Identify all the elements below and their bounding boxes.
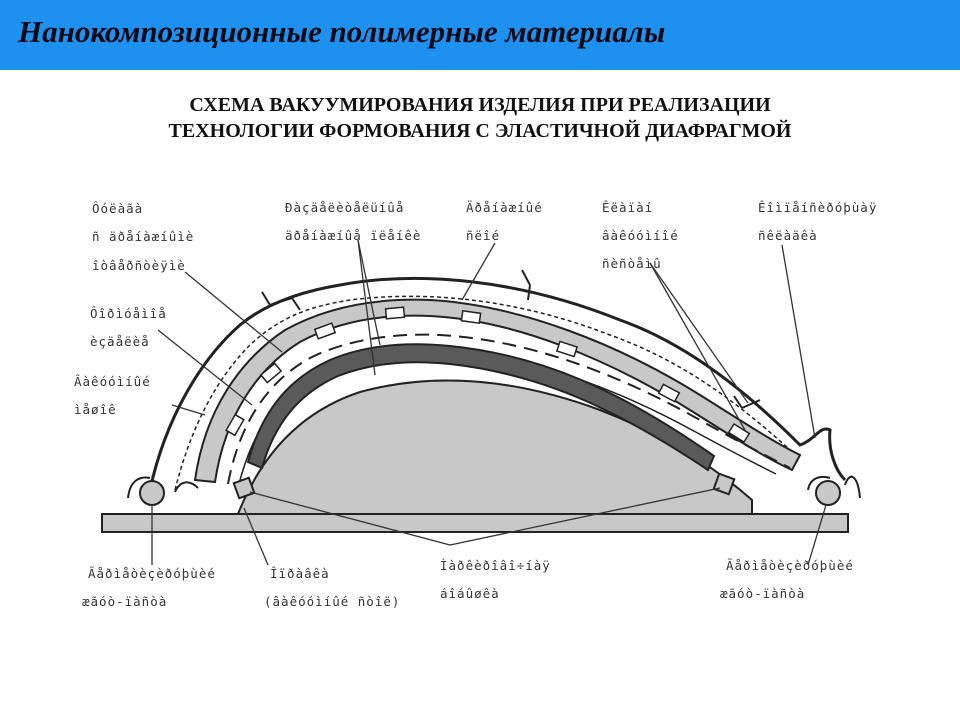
label-valve: Êëàïàí âàêóóìíîé ñèñòåìû [602,200,679,271]
sealing-bead-left [139,480,165,506]
svg-text:Äðåíàæíûé: Äðåíàæíûé [466,200,543,215]
vacuum-valves [261,269,761,409]
svg-text:áîáûøêà: áîáûøêà [440,586,500,601]
svg-text:Ôîðìóåìîå: Ôîðìóåìîå [90,306,167,321]
svg-text:Ôóëàãà: Ôóëàãà [92,201,143,216]
svg-text:Ãåðìåòèçèðóþùèé: Ãåðìåòèçèðóþùèé [88,566,216,581]
label-drain-layer: Äðåíàæíûé ñëîé [466,200,543,243]
molded-product [246,343,716,472]
label-compensating-fold: Êîìïåíñèðóþùàÿ ñêëàäêà [758,200,877,243]
svg-text:îòâåðñòèÿìè: îòâåðñòèÿìè [92,258,186,273]
separator-film-outer [227,333,791,485]
sleeve-perforations [225,306,751,444]
svg-text:Âàêóóìíûé: Âàêóóìíûé [74,374,151,389]
label-separator-films: Ðàçäåëèòåëüíûå äðåíàæíûå ïëåíêè [285,200,421,243]
vacuum-bag-inner-wave [174,295,791,491]
diagram-title-line-1: СХЕМА ВАКУУМИРОВАНИЯ ИЗДЕЛИЯ ПРИ РЕАЛИЗА… [189,94,771,116]
svg-text:Ìàðêèðîâî÷íàÿ: Ìàðêèðîâî÷íàÿ [440,558,551,573]
svg-text:ñèñòåìû: ñèñòåìû [602,256,662,271]
marking-bobbin-left [232,476,256,500]
svg-text:Ãåðìåòèçèðóþùèé: Ãåðìåòèçèðóþùèé [726,558,854,573]
svg-text:Îïðàâêà: Îïðàâêà [270,566,330,581]
svg-text:ñ äðåíàæíûìè: ñ äðåíàæíûìè [92,229,194,244]
page-title: Нанокомпозиционные полимерные материалы [18,14,666,49]
svg-text:Êëàïàí: Êëàïàí [602,200,653,215]
svg-text:ñëîé: ñëîé [466,228,500,243]
diagram-title: СХЕМА ВАКУУМИРОВАНИЯ ИЗДЕЛИЯ ПРИ РЕАЛИЗА… [0,92,960,144]
svg-text:Ðàçäåëèòåëüíûå: Ðàçäåëèòåëüíûå [285,200,404,215]
marking-bobbin-right [712,472,736,496]
label-sleeve: Ôóëàãà ñ äðåíàæíûìè îòâåðñòèÿìè [92,201,194,273]
diagram-title-line-2: ТЕХНОЛОГИИ ФОРМОВАНИЯ С ЭЛАСТИЧНОЙ ДИАФР… [168,120,792,142]
bag-edge-left [127,476,199,499]
drain-layer [193,298,802,484]
svg-text:Êîìïåíñèðóþùàÿ: Êîìïåíñèðóþùàÿ [758,200,877,215]
header-bar: Нанокомпозиционные полимерные материалы [0,0,960,70]
svg-text:æãóò-ïàñòà: æãóò-ïàñòà [82,594,167,609]
label-molded-product: Ôîðìóåìîå èçäåëèå [90,306,167,349]
label-sealing-bead-left: Ãåðìåòèçèðóþùèé æãóò-ïàñòà [82,566,216,609]
bag-edge-right [807,475,861,499]
svg-text:(âàêóóìíûé ñòîë): (âàêóóìíûé ñòîë) [264,594,400,609]
label-mandrel: Îïðàâêà (âàêóóìíûé ñòîë) [264,566,400,609]
svg-text:æãóò-ïàñòà: æãóò-ïàñòà [720,586,805,601]
vacuum-bag [148,276,847,491]
leader-lines [151,239,827,566]
svg-text:ñêëàäêà: ñêëàäêà [758,228,818,243]
svg-text:èçäåëèå: èçäåëèå [90,334,150,349]
svg-text:ìåøîê: ìåøîê [74,402,117,417]
sealing-bead-right [815,480,841,506]
svg-text:äðåíàæíûå ïëåíêè: äðåíàæíûå ïëåíêè [285,228,421,243]
svg-text:âàêóóìíîé: âàêóóìíîé [602,228,679,243]
base-table [101,513,849,533]
label-sealing-bead-right: Ãåðìåòèçèðóþùèé æãóò-ïàñòà [720,558,854,601]
label-marking-bobbin: Ìàðêèðîâî÷íàÿ áîáûøêà [440,558,551,601]
label-vacuum-bag: Âàêóóìíûé ìåøîê [74,374,151,417]
